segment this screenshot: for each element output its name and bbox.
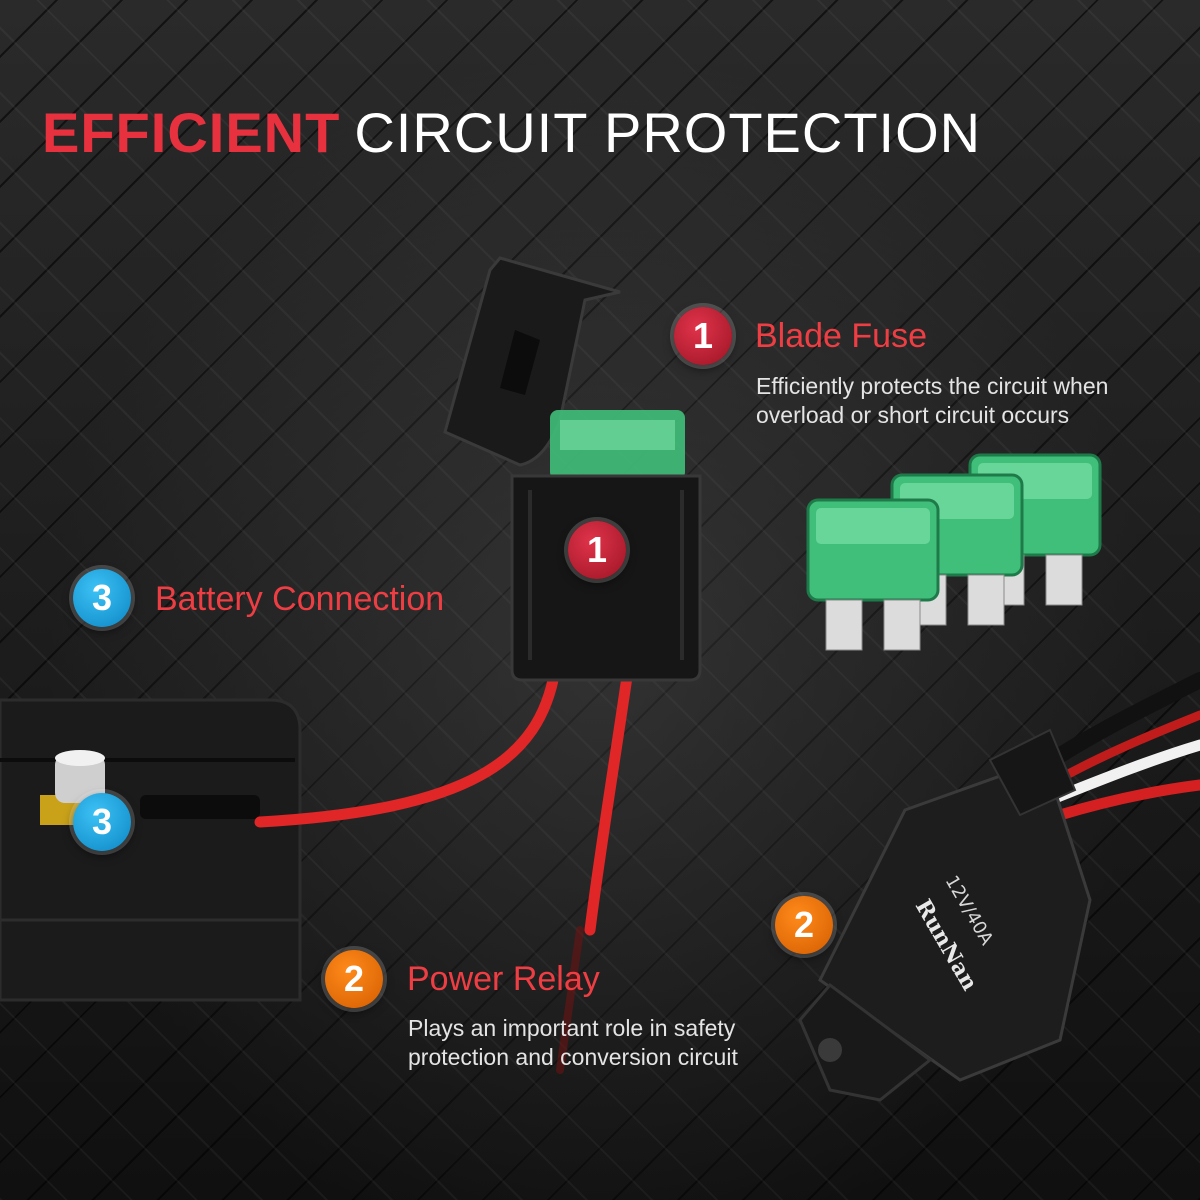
fuse-holder-lid [443, 256, 621, 467]
feature-badge-1: 1 [674, 307, 732, 365]
feature-badge-3: 3 [73, 569, 131, 627]
feature-badge-2: 2 [325, 950, 383, 1008]
feature-description-power-relay: Plays an important role in safety protec… [408, 1014, 738, 1072]
fuse-marker: 1 [568, 521, 626, 579]
feature-title-power-relay: Power Relay [407, 960, 600, 998]
fuse-wires [254, 664, 634, 1074]
description-line: overload or short circuit occurs [756, 402, 1070, 428]
battery-image [0, 698, 302, 1002]
battery-marker: 3 [73, 793, 131, 851]
feature-title-battery-connection: Battery Connection [155, 580, 445, 618]
fuse-in-holder [550, 410, 685, 480]
page-title-rest: CIRCUIT PROTECTION [354, 101, 982, 164]
description-line: protection and conversion circuit [408, 1044, 738, 1070]
spare-blade-fuses [806, 453, 1102, 651]
relay-marker: 2 [775, 896, 833, 954]
feature-title-blade-fuse: Blade Fuse [755, 317, 927, 355]
page-title-accent: EFFICIENT [42, 101, 341, 164]
relay-image: RunNan 12V/40A [798, 728, 1092, 1102]
feature-description-blade-fuse: Efficiently protects the circuit when ov… [756, 372, 1108, 430]
description-line: Plays an important role in safety [408, 1015, 736, 1041]
description-line: Efficiently protects the circuit when [756, 373, 1109, 399]
fuse-holder-body [510, 474, 702, 682]
